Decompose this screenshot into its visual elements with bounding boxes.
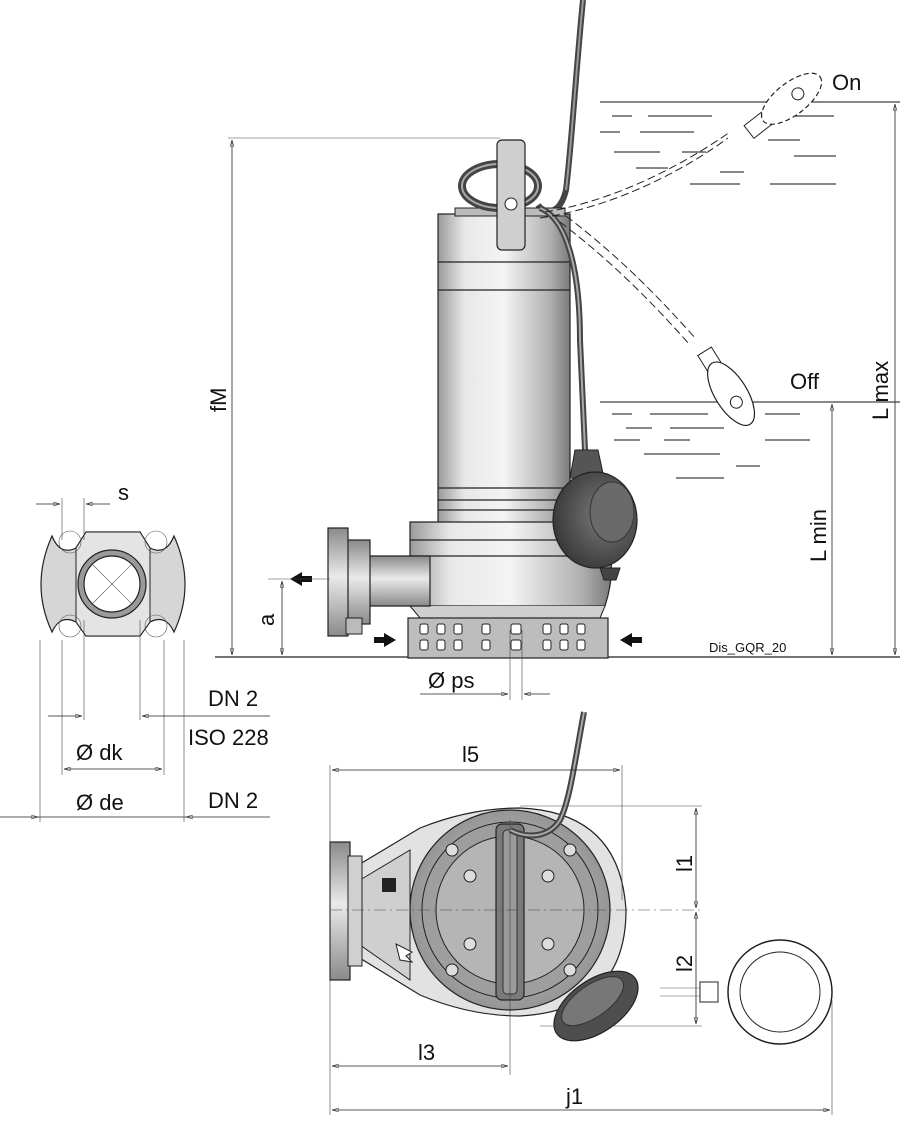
top-float [553, 970, 639, 1042]
label-j1: j1 [565, 1084, 583, 1109]
screw-icon [504, 197, 518, 211]
label-l-max: L max [868, 361, 893, 420]
flow-mark-icon [382, 878, 396, 892]
label-dn2-top: DN 2 [208, 686, 258, 711]
label-on: On [832, 70, 861, 95]
label-iso: ISO 228 [188, 725, 269, 750]
label-dk: Ø dk [76, 740, 123, 765]
label-fm: fM [206, 388, 231, 412]
power-cable [535, 0, 586, 215]
label-l1: l1 [672, 855, 697, 872]
flange-view: s DN 2 ISO 228 Ø dk Ø de DN 2 [0, 480, 270, 822]
label-ps: Ø ps [428, 668, 474, 693]
label-l-min: L min [806, 509, 831, 562]
label-l5: l5 [462, 742, 479, 767]
top-flange [329, 841, 351, 981]
inflow-arrow-right-icon [620, 633, 642, 647]
inflow-arrow-left-icon [374, 633, 396, 647]
top-view: l5 l1 l2 l3 j1 [329, 711, 833, 1115]
label-l2: l2 [672, 955, 697, 972]
strainer-slots [419, 623, 586, 651]
label-drawing-id: Dis_GQR_20 [709, 640, 786, 655]
float-on [743, 72, 823, 140]
label-s: s [118, 480, 129, 505]
label-de: Ø de [76, 790, 124, 815]
handle [496, 139, 526, 251]
discharge-flange [327, 527, 349, 637]
label-l3: l3 [418, 1040, 435, 1065]
label-a: a [254, 613, 279, 626]
side-view: On Off L max L min fM a Ø ps Dis_GQR_20 [206, 0, 900, 700]
label-off: Off [790, 369, 820, 394]
direction-mark-icon [395, 943, 414, 963]
float-cable-off [559, 221, 691, 346]
label-dn2-bottom: DN 2 [208, 788, 258, 813]
float-cable-on [544, 131, 731, 213]
water-level-lines [600, 101, 900, 479]
motor-housing [437, 213, 571, 525]
discharge-pipe [367, 555, 431, 607]
float-off [697, 346, 756, 426]
